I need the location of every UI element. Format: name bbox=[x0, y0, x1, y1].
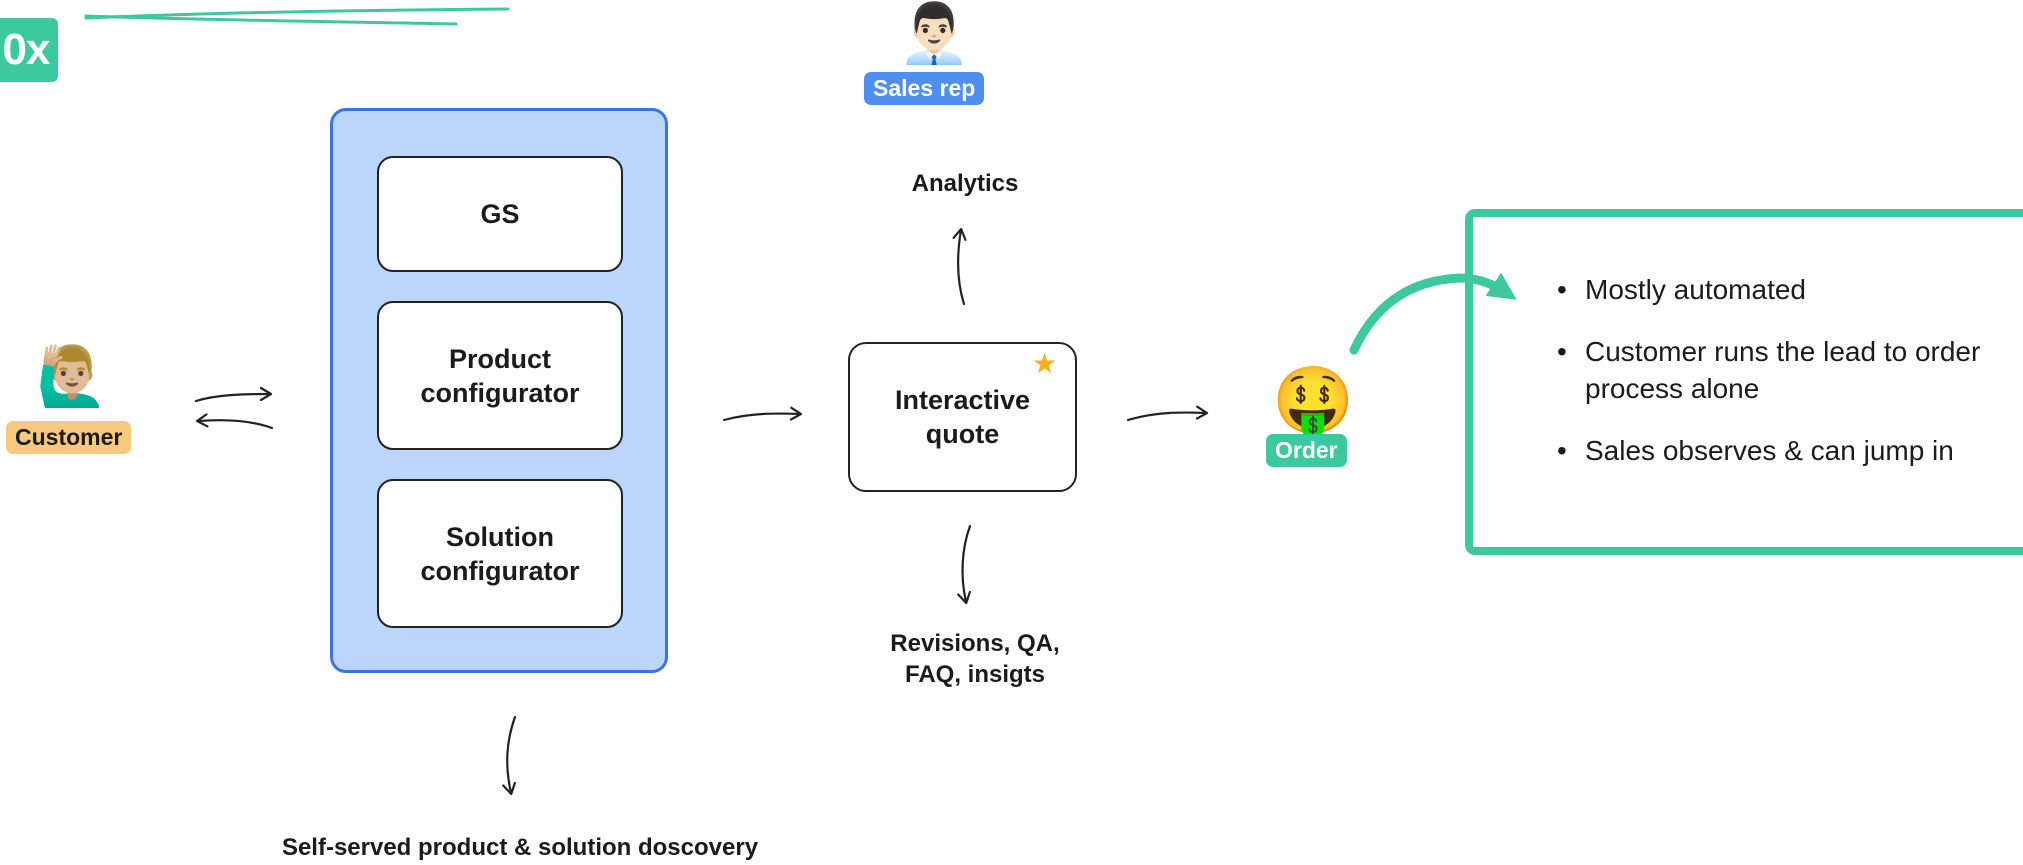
star-icon: ★ bbox=[1032, 348, 1058, 379]
decorative-scribble bbox=[84, 7, 510, 20]
quote-to-order-arrow bbox=[1126, 413, 1206, 422]
order-tag: Order bbox=[1266, 434, 1347, 467]
analytics-label: Analytics bbox=[911, 170, 1019, 197]
summary-bullet: Sales observes & can jump in bbox=[1555, 432, 2015, 469]
brand-badge-text: 0x bbox=[2, 25, 51, 74]
interactive-quote-node: Interactive quote bbox=[848, 342, 1077, 492]
group-to-customer-arrow bbox=[198, 420, 274, 430]
gs-node: GS bbox=[377, 156, 623, 272]
customer-to-group-arrow bbox=[194, 394, 270, 403]
summary-bullet: Mostly automated bbox=[1555, 271, 2015, 308]
self-served-caption: Self-served product & solution doscovery bbox=[281, 834, 759, 861]
order-emoji-icon: 🤑 bbox=[1272, 362, 1355, 439]
group-to-caption-arrow bbox=[507, 715, 517, 793]
summary-bullet: Customer runs the lead to order process … bbox=[1555, 333, 2015, 407]
quote-to-analytics-arrow bbox=[958, 230, 964, 306]
sales-rep-tag: Sales rep bbox=[864, 72, 985, 105]
summary-bullet-list: Mostly automated Customer runs the lead … bbox=[1555, 271, 2015, 494]
product-configurator-node: Product configurator bbox=[377, 301, 623, 450]
customer-tag: Customer bbox=[6, 421, 132, 454]
revisions-label: Revisions, QA, FAQ, insigts bbox=[890, 630, 1060, 688]
solution-configurator-node: Solution configurator bbox=[377, 479, 623, 628]
group-to-quote-arrow bbox=[722, 414, 800, 422]
brand-badge: 0x bbox=[0, 18, 58, 82]
summary-panel bbox=[1465, 209, 2023, 555]
sales-rep-emoji-icon: 👨🏻‍💼 bbox=[898, 0, 971, 67]
customer-emoji-icon: 🙋🏼‍♂️ bbox=[36, 342, 109, 410]
quote-to-revisions-arrow bbox=[963, 524, 972, 602]
